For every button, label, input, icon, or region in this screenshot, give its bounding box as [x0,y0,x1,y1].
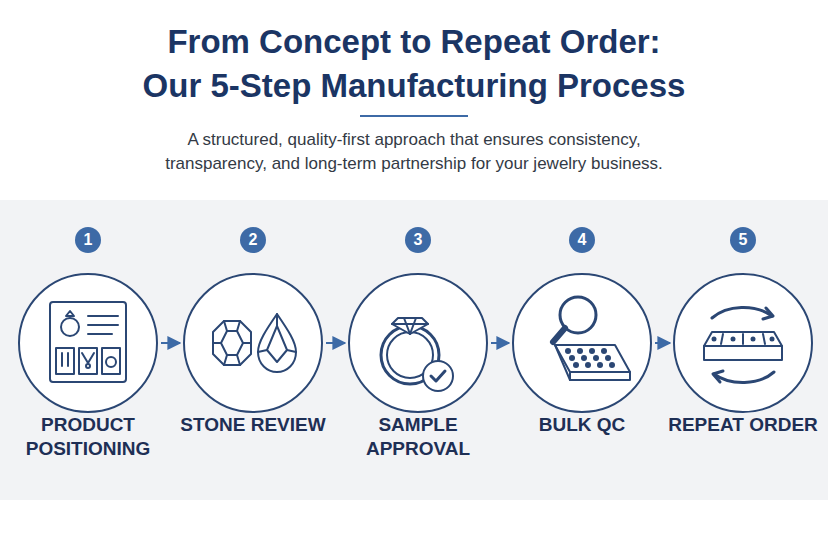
step-circle [18,273,158,413]
process-step: 1PRODUCT POSITIONING [8,227,168,461]
step-circle [673,273,813,413]
step-band [0,200,828,500]
title-divider [360,115,468,117]
flow-arrow [491,342,509,344]
process-step: 5REPEAT ORDER [663,227,823,437]
repeat-icon [704,307,782,382]
step-number: 1 [75,227,101,253]
process-step: 2STONE REVIEW [173,227,333,437]
step-outline [513,274,651,412]
flow-arrow [326,342,345,344]
process-step: 3SAMPLE APPROVAL [338,227,498,461]
step-label: SAMPLE APPROVAL [338,413,498,461]
step-outline [674,274,812,412]
step-label: STONE REVIEW [173,413,333,437]
flow-arrow [655,342,670,344]
step-number: 5 [730,227,756,253]
step-label: REPEAT ORDER [663,413,823,437]
step-label: PRODUCT POSITIONING [8,413,168,461]
step-number: 4 [569,227,595,253]
catalog-icon [50,302,126,382]
step-number: 3 [405,227,431,253]
process-step: 4BULK QC [502,227,662,437]
diagram-caption: A structured, quality-first approach tha… [144,128,684,176]
ring-check-icon [381,318,453,391]
step-outline [349,274,487,412]
step-circle [183,273,323,413]
gems-icon [213,314,296,372]
step-circle [348,273,488,413]
inspection-icon [553,297,630,380]
step-circle [512,273,652,413]
step-number: 2 [240,227,266,253]
flow-arrow [161,342,180,344]
step-outline [19,274,157,412]
step-outline [184,274,322,412]
step-label: BULK QC [502,413,662,437]
circle-grounds [18,273,813,413]
diagram-title: From Concept to Repeat Order: Our 5-Step… [54,20,774,108]
icons [50,297,782,391]
